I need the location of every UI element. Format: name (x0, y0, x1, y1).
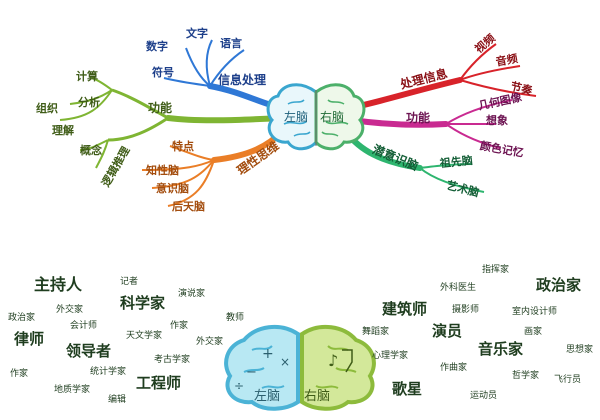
branch-left-info-processing: 信息处理 数字 文字 语言 符号 (146, 26, 285, 111)
profession-left: 会计师 (70, 319, 97, 331)
label-right-color-memory: 颜色记忆 (479, 138, 525, 159)
bottom-brain-right-label: 右脑 (304, 389, 330, 404)
profession-left: 主持人 (34, 275, 83, 294)
profession-right: 摄影师 (452, 303, 479, 315)
profession-left: 演说家 (178, 287, 205, 299)
label-left-fn-concept: 概念 (80, 143, 103, 157)
label-left-fn-analysis: 分析 (78, 95, 100, 109)
profession-left: 考古学家 (154, 353, 190, 365)
profession-right: 心理学家 (372, 349, 408, 361)
profession-right: 歌星 (392, 380, 422, 398)
profession-right: 思想家 (566, 343, 593, 355)
profession-left: 地质学家 (54, 383, 90, 395)
profession-left: 编辑 (108, 393, 126, 405)
music-note-icon: ♪ (328, 351, 338, 370)
profession-left: 作家 (10, 367, 28, 379)
profession-right: 音乐家 (478, 340, 523, 358)
profession-right: 建筑师 (382, 300, 427, 318)
label-right-geometry: 几何图像 (477, 90, 524, 113)
curve-sketch-icon (342, 349, 353, 373)
label-left-rt-conscious: 意识脑 (156, 181, 189, 195)
top-brain-left-label: 左脑 (284, 109, 308, 124)
label-right-art: 艺术脑 (445, 178, 480, 200)
profession-right: 指挥家 (482, 263, 509, 275)
label-left-info-digits: 数字 (146, 39, 168, 53)
profession-left: 科学家 (120, 294, 165, 312)
profession-left: 律师 (13, 330, 44, 348)
label-left-info-text: 文字 (186, 26, 208, 40)
divide-symbol: ÷ (234, 379, 244, 393)
multiply-symbol: × (280, 355, 290, 369)
label-right-audio: 音频 (495, 51, 519, 69)
bottom-brain-right-lobe (300, 324, 376, 411)
profession-right: 演员 (432, 322, 462, 340)
profession-left: 教师 (226, 311, 244, 323)
profession-right: 哲学家 (512, 369, 539, 381)
profession-right: 运动员 (470, 390, 497, 401)
profession-left: 政治家 (8, 311, 35, 323)
bottom-brain: + − × ÷ ♪ 左脑 右脑 (224, 324, 376, 411)
label-right-subconscious: 潜意识脑 (370, 141, 420, 173)
label-left-rt-intellect: 知性脑 (145, 163, 179, 177)
profession-right: 政治家 (536, 276, 581, 294)
branch-left-rational-thinking: 理性思维 特点 知性脑 意识脑 后天脑 (141, 127, 287, 213)
label-left-rt-features: 特点 (172, 139, 194, 153)
profession-right: 室内设计师 (512, 305, 557, 317)
profession-left: 外交家 (196, 335, 223, 347)
profession-right: 作曲家 (440, 361, 467, 373)
label-left-info-processing: 信息处理 (218, 72, 266, 87)
profession-right: 飞行员 (554, 373, 581, 385)
label-left-fn-organize: 组织 (36, 101, 58, 115)
minus-symbol: − (246, 365, 257, 380)
label-left-rt-acquired: 后天脑 (172, 199, 205, 213)
profession-left: 记者 (120, 276, 138, 287)
label-left-fn-understand: 理解 (52, 123, 74, 137)
profession-right: 外科医生 (440, 281, 476, 293)
label-right-function: 功能 (406, 110, 430, 125)
profession-left: 领导者 (65, 342, 111, 360)
label-right-imagine: 想象 (485, 113, 508, 127)
label-left-fn-calc: 计算 (76, 69, 98, 83)
branch-right-subconscious: 潜意识脑 祖先脑 艺术脑 (343, 129, 485, 200)
right-professions-cloud: 指挥家 外科医生 政治家 建筑师 摄影师 室内设计师 舞蹈家 演员 画家 心理学… (362, 263, 593, 401)
label-right-rhythm: 节奏 (509, 79, 535, 98)
branch-left-function: 功能 计算 分析 组织 理解 概念 逻辑推理 (36, 69, 285, 189)
bottom-brain-left-lobe (224, 324, 300, 411)
profession-left: 统计学家 (90, 365, 126, 377)
profession-right: 舞蹈家 (362, 325, 389, 337)
top-brain: 左脑 右脑 (266, 83, 366, 151)
label-right-ancestral: 祖先脑 (438, 153, 473, 170)
label-left-info-symbol: 符号 (152, 65, 174, 79)
label-left-function: 功能 (148, 100, 172, 115)
bottom-brain-left-label: 左脑 (254, 389, 280, 404)
left-professions-cloud: 主持人 记者 演说家 外交家 科学家 政治家 会计师 作家 教师 律师 天文学家… (8, 275, 244, 405)
label-left-info-language: 语言 (220, 36, 242, 50)
profession-left: 外交家 (56, 303, 83, 315)
profession-left: 作家 (170, 319, 188, 331)
profession-right: 画家 (524, 325, 542, 337)
top-brain-right-label: 右脑 (320, 109, 344, 124)
plus-symbol: + (262, 346, 274, 362)
profession-left: 天文学家 (126, 329, 162, 341)
label-right-video: 视频 (472, 31, 498, 56)
profession-left: 工程师 (136, 374, 181, 392)
